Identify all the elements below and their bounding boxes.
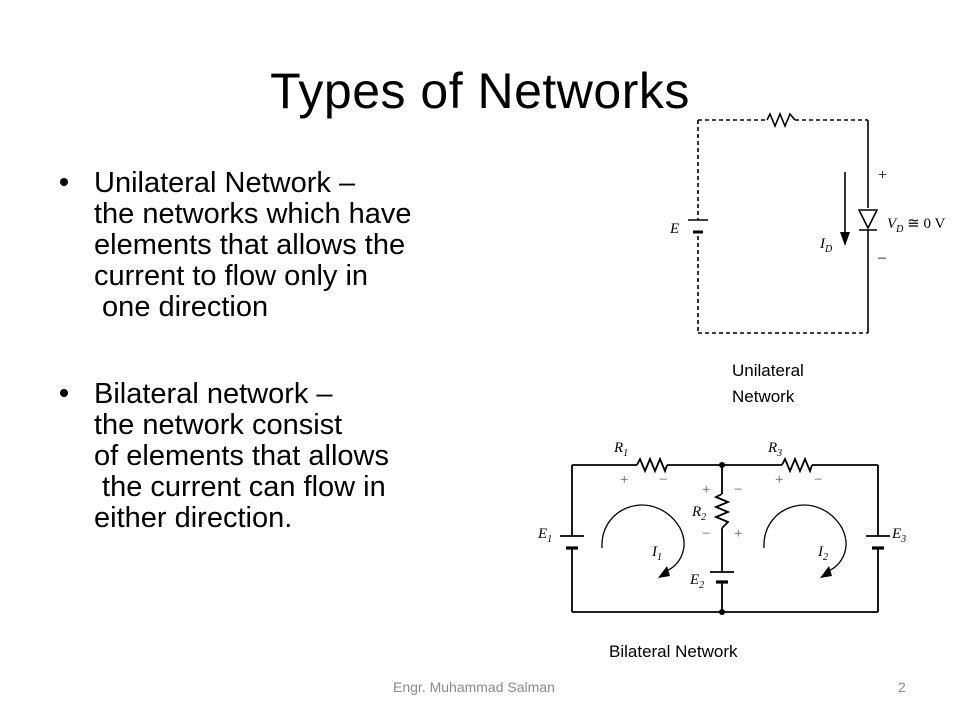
resistor-r1-symbol xyxy=(636,456,668,474)
r1-plus-sign: + xyxy=(620,472,628,488)
arrow-head-icon xyxy=(658,566,670,578)
unilateral-circuit-diagram: + – E ID VD ≅ 0 V xyxy=(669,111,945,334)
arrow-head-icon xyxy=(840,232,850,246)
bullet-line: elements that allows the xyxy=(94,229,406,261)
current-label: ID xyxy=(819,236,833,255)
e1-label: E1 xyxy=(537,526,552,545)
junction-dot xyxy=(719,462,725,468)
bilateral-circuit-diagram: R1 R3 R2 E1 E2 E3 I1 I2 + − + − + − − + xyxy=(537,440,906,615)
e2-label: E2 xyxy=(689,572,704,591)
arrow-head-icon xyxy=(820,566,832,578)
voltage-label: VD ≅ 0 V xyxy=(887,216,945,235)
r2-minus-right-sign: − xyxy=(734,482,742,498)
loop-current-i1-arc xyxy=(601,504,685,573)
bullet-unilateral: Unilateral Network – the networks which … xyxy=(60,168,520,323)
bullet-line: either direction. xyxy=(94,502,293,534)
bullet-line: Unilateral Network – xyxy=(94,167,356,199)
bullet-list: Unilateral Network – the networks which … xyxy=(60,168,520,590)
unilateral-caption: Unilateral Network xyxy=(732,358,804,410)
r3-label: R3 xyxy=(767,440,782,459)
bullet-line: of elements that allows xyxy=(94,440,389,472)
bullet-bilateral: Bilateral network – the network consist … xyxy=(60,379,520,534)
bullet-line: the current can flow in xyxy=(94,471,386,503)
bullet-line: Bilateral network – xyxy=(94,378,333,410)
resistor-symbol xyxy=(766,111,796,129)
source-label: E xyxy=(669,221,679,237)
caption-line: Unilateral xyxy=(732,361,804,380)
resistor-r2-symbol xyxy=(713,493,731,529)
bullet-dot xyxy=(60,178,68,186)
resistor-r3-symbol xyxy=(781,456,813,474)
junction-dot xyxy=(719,609,725,615)
slide-title: Types of Networks xyxy=(270,63,690,119)
footer-author: Engr. Muhammad Salman xyxy=(393,679,555,695)
r3-minus-sign: − xyxy=(814,472,822,488)
bullet-dot xyxy=(60,389,68,397)
caption-line: Network xyxy=(732,387,795,406)
bullet-line: current to flow only in xyxy=(94,260,369,292)
loop-current-i2-arc xyxy=(763,504,847,573)
bullet-line: the networks which have xyxy=(94,198,412,230)
r2-label: R2 xyxy=(691,504,706,523)
i2-label: I2 xyxy=(817,544,828,563)
bilateral-caption: Bilateral Network xyxy=(609,642,738,661)
r2-plus-right-sign: + xyxy=(734,526,742,542)
r2-minus-left-sign: − xyxy=(702,526,710,542)
page-number: 2 xyxy=(898,679,906,695)
r1-minus-sign: − xyxy=(659,472,667,488)
bullet-line: the network consist xyxy=(94,409,343,441)
plus-sign: + xyxy=(878,167,887,184)
diode-symbol xyxy=(857,209,879,230)
minus-sign: – xyxy=(877,249,887,266)
r3-plus-sign: + xyxy=(775,472,783,488)
e3-label: E3 xyxy=(891,526,906,545)
bullet-line: one direction xyxy=(94,291,269,323)
r2-plus-left-sign: + xyxy=(702,482,710,498)
r1-label: R1 xyxy=(613,440,628,459)
i1-label: I1 xyxy=(651,544,662,563)
